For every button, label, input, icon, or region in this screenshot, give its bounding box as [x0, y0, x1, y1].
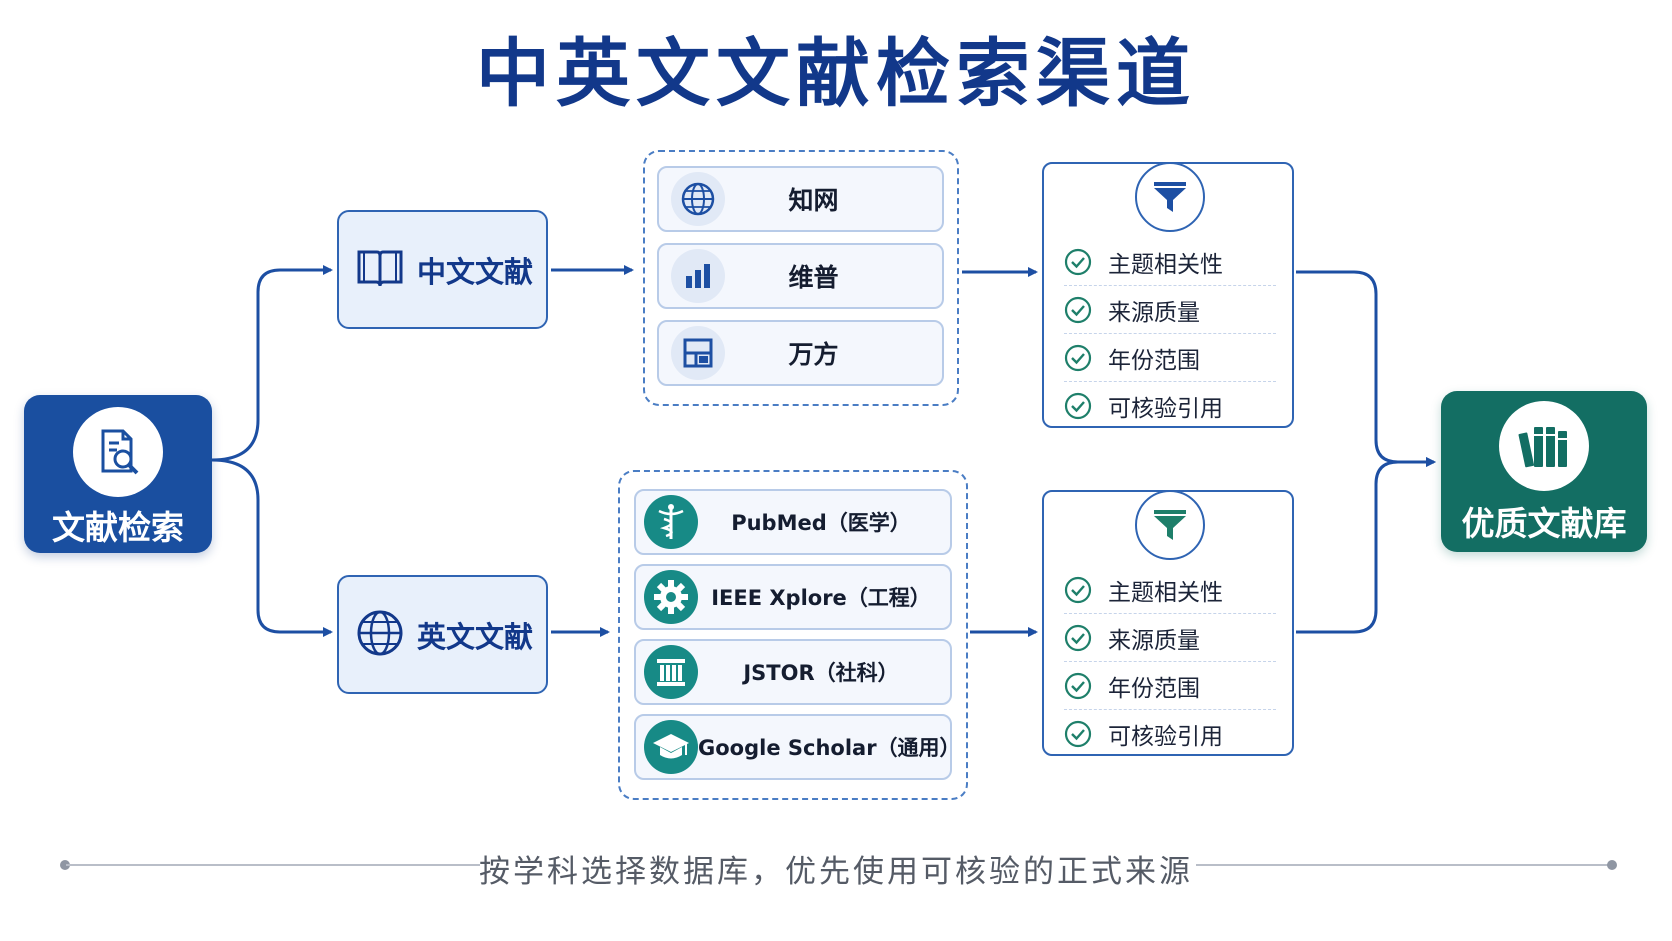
connector-filter1-to-end: [1296, 270, 1436, 467]
category-chinese-label: 中文文献: [417, 254, 534, 289]
start-node: 文献检索: [24, 395, 212, 553]
check-circle-icon: [1064, 720, 1092, 747]
criteria-label: 年份范围: [1108, 347, 1200, 374]
criteria-list: 主题相关性 来源质量 年份范围 可核验引用: [1064, 566, 1276, 757]
database-label: 维普: [788, 263, 839, 292]
category-english-label: 英文文献: [417, 619, 534, 654]
category-english: 英文文献: [337, 575, 548, 694]
criteria-item: 可核验引用: [1064, 710, 1276, 757]
footer-note: 按学科选择数据库，优先使用可核验的正式来源: [479, 854, 1193, 890]
database-item-wanfang[interactable]: 万方: [657, 320, 944, 386]
connector-filter2-to-end: [1296, 457, 1436, 634]
document-search-icon: [73, 407, 163, 497]
criteria-label: 年份范围: [1108, 675, 1200, 702]
gear-icon: [644, 570, 698, 624]
layout-icon: [671, 326, 725, 380]
check-circle-icon: [1064, 624, 1092, 651]
check-circle-icon: [1064, 672, 1092, 699]
database-item-ieee-xplore[interactable]: IEEE Xplore（工程）: [634, 564, 952, 630]
criteria-item: 年份范围: [1064, 662, 1276, 710]
funnel-icon: [1135, 162, 1205, 232]
check-circle-icon: [1064, 576, 1092, 603]
check-circle-icon: [1064, 392, 1092, 419]
open-book-icon: [355, 246, 405, 294]
criteria-item: 可核验引用: [1064, 382, 1276, 429]
database-item-pubmed[interactable]: PubMed（医学）: [634, 489, 952, 555]
database-item-jstor[interactable]: JSTOR（社科）: [634, 639, 952, 705]
graduation-cap-icon: [644, 720, 698, 774]
criteria-label: 来源质量: [1108, 627, 1200, 654]
connector-start-to-chinese: [211, 265, 333, 462]
criteria-label: 主题相关性: [1108, 579, 1223, 606]
category-chinese: 中文文献: [337, 210, 548, 329]
check-circle-icon: [1064, 248, 1092, 275]
criteria-item: 来源质量: [1064, 614, 1276, 662]
database-label: 知网: [788, 186, 839, 215]
globe-icon: [355, 608, 405, 662]
criteria-label: 可核验引用: [1108, 723, 1223, 750]
filter-criteria-box-english: 主题相关性 来源质量 年份范围 可核验引用: [1042, 490, 1294, 756]
criteria-item: 主题相关性: [1064, 566, 1276, 614]
globe-icon: [671, 172, 725, 226]
footer-divider-left: [66, 864, 480, 866]
criteria-label: 可核验引用: [1108, 395, 1223, 422]
footer-dot-left: [60, 860, 70, 870]
funnel-icon: [1135, 490, 1205, 560]
criteria-label: 来源质量: [1108, 299, 1200, 326]
criteria-item: 来源质量: [1064, 286, 1276, 334]
caduceus-icon: [644, 495, 698, 549]
criteria-item: 主题相关性: [1064, 238, 1276, 286]
database-label: PubMed（医学）: [731, 511, 911, 535]
check-circle-icon: [1064, 344, 1092, 371]
start-label: 文献检索: [52, 508, 184, 547]
footer-dot-right: [1607, 860, 1617, 870]
database-label: IEEE Xplore（工程）: [711, 586, 931, 610]
check-circle-icon: [1064, 296, 1092, 323]
footer-divider-right: [1196, 864, 1612, 866]
connector-start-to-english: [211, 458, 333, 637]
pillars-icon: [644, 645, 698, 699]
criteria-list: 主题相关性 来源质量 年份范围 可核验引用: [1064, 238, 1276, 429]
database-label: JSTOR（社科）: [743, 661, 899, 685]
database-label: Google Scholar（通用）: [698, 736, 961, 760]
bar-chart-icon: [671, 249, 725, 303]
end-node: 优质文献库: [1441, 391, 1647, 552]
filter-criteria-box-chinese: 主题相关性 来源质量 年份范围 可核验引用: [1042, 162, 1294, 428]
database-item-cnki[interactable]: 知网: [657, 166, 944, 232]
criteria-item: 年份范围: [1064, 334, 1276, 382]
end-label: 优质文献库: [1461, 504, 1627, 543]
database-item-google-scholar[interactable]: Google Scholar（通用）: [634, 714, 961, 780]
books-icon: [1499, 401, 1589, 491]
page-title: 中英文文献检索渠道: [476, 31, 1196, 117]
database-label: 万方: [788, 340, 839, 369]
database-item-vip[interactable]: 维普: [657, 243, 944, 309]
criteria-label: 主题相关性: [1108, 251, 1223, 278]
